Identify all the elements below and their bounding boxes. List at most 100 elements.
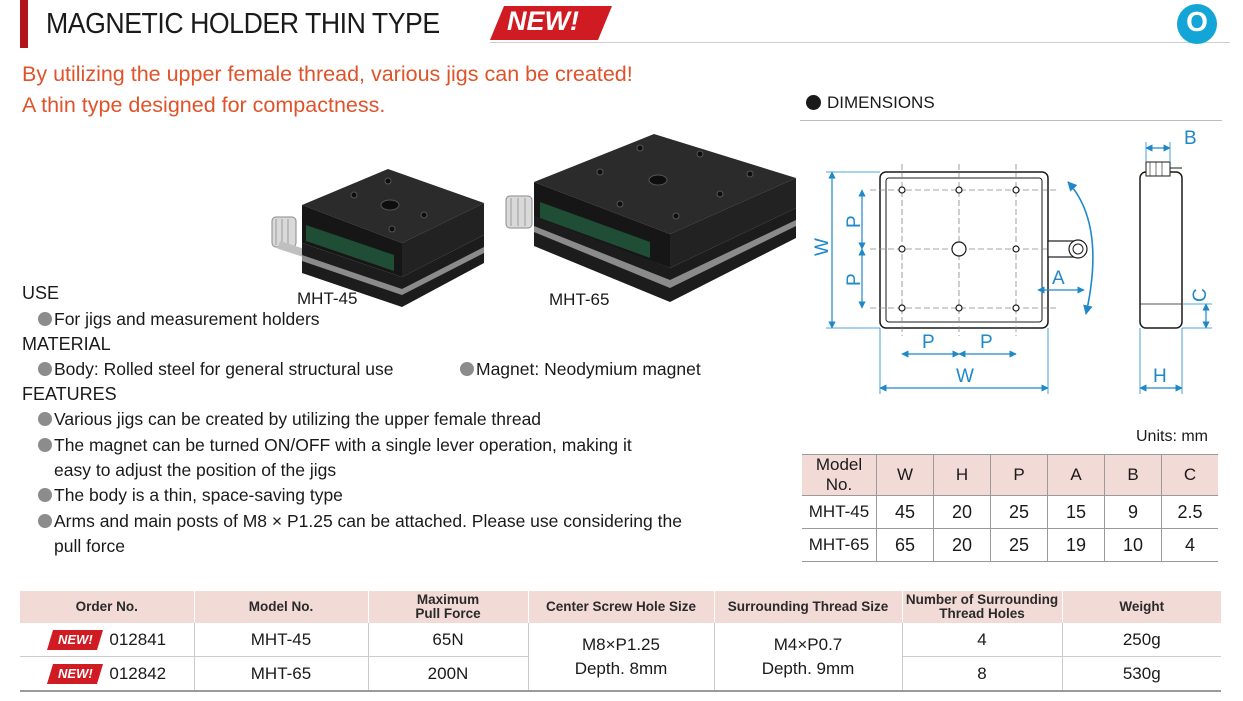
- surrounding-thread-size: M4×P0.7: [773, 634, 843, 654]
- title-divider: [490, 42, 1230, 43]
- material-item: Body: Rolled steel for general structura…: [38, 359, 393, 380]
- feature-item: Arms and main posts of M8 × P1.25 can be…: [38, 511, 682, 532]
- table-header: Surrounding Thread Size: [713, 591, 903, 623]
- dimensions-heading: DIMENSIONS: [806, 93, 935, 113]
- dim-label-c: C: [1190, 288, 1211, 302]
- table-header: W: [876, 454, 934, 496]
- table-header-row: Model No. W H P A B C: [802, 454, 1218, 496]
- dim-label-p-bottom: P: [844, 273, 865, 286]
- material-heading: MATERIAL: [22, 334, 111, 354]
- table-cell: 45: [876, 495, 934, 529]
- table-cell: 8: [901, 656, 1063, 692]
- center-screw-depth: Depth. 8mm: [574, 658, 668, 678]
- units-note: Units: mm: [1136, 428, 1208, 445]
- product-photo-mht-45: [271, 169, 484, 307]
- table-header: Model No.: [802, 454, 877, 496]
- intro-line-1: By utilizing the upper female thread, va…: [22, 62, 633, 86]
- circle-bullet-icon: [38, 514, 52, 528]
- table-cell: 530g: [1061, 656, 1221, 692]
- circle-bullet-icon: [460, 362, 474, 376]
- new-badge: NEW!: [507, 6, 579, 36]
- dimensions-table: Model No. W H P A B C MHT-45 45 20 25 15…: [802, 454, 1218, 562]
- dim-label-a: A: [1052, 268, 1065, 289]
- table-row: MHT-65 65 20 25 19 10 4: [802, 528, 1218, 562]
- page-title: MAGNETIC HOLDER THIN TYPE: [46, 8, 440, 40]
- surrounding-thread-cell: M4×P0.7 Depth. 9mm: [713, 623, 903, 692]
- center-screw-cell: M8×P1.25 Depth. 8mm: [527, 623, 715, 692]
- order-no: 012842: [109, 663, 167, 683]
- dim-label-p-top: P: [844, 215, 865, 228]
- dim-label-w: W: [956, 366, 974, 387]
- table-cell: 25: [990, 495, 1048, 529]
- table-cell: MHT-45: [193, 623, 369, 657]
- use-item: For jigs and measurement holders: [38, 309, 320, 330]
- table-cell: 65: [876, 528, 934, 562]
- table-cell: 200N: [367, 656, 529, 692]
- table-header: Center Screw Hole Size: [527, 591, 715, 623]
- order-table: Order No. Model No. Maximum Pull Force C…: [20, 591, 1221, 692]
- table-cell: 15: [1047, 495, 1105, 529]
- title-accent-bar: [20, 0, 28, 48]
- surrounding-thread-depth: Depth. 9mm: [761, 658, 855, 678]
- table-cell: 4: [1161, 528, 1218, 562]
- circle-bullet-icon: [38, 362, 52, 376]
- table-header: Number of Surrounding Thread Holes: [901, 591, 1063, 623]
- table-cell: 9: [1104, 495, 1162, 529]
- table-header: P: [990, 454, 1048, 496]
- order-no-cell: NEW! 012842: [20, 656, 195, 692]
- new-tag: NEW!: [47, 663, 104, 684]
- table-header-row: Order No. Model No. Maximum Pull Force C…: [20, 591, 1221, 623]
- table-cell: 65N: [367, 623, 529, 657]
- dimension-drawing: A W P P P P W B C H: [812, 128, 1212, 394]
- table-cell: 20: [933, 528, 991, 562]
- use-heading: USE: [22, 283, 60, 303]
- table-cell: 4: [901, 623, 1063, 657]
- feature-item: Various jigs can be created by utilizing…: [38, 409, 541, 430]
- dimensions-divider: [800, 120, 1222, 121]
- features-heading: FEATURES: [22, 384, 117, 404]
- dim-label-b: B: [1184, 128, 1197, 149]
- table-cell: 20: [933, 495, 991, 529]
- table-cell: 250g: [1061, 623, 1221, 657]
- product-label-mht-65: MHT-65: [549, 290, 610, 309]
- center-screw-size: M8×P1.25: [582, 634, 660, 654]
- dim-label-h: H: [1153, 366, 1167, 387]
- order-no: 012841: [109, 629, 167, 649]
- new-tag: NEW!: [47, 629, 104, 650]
- new-badge-shape: [490, 6, 612, 40]
- table-header: Model No.: [193, 591, 369, 623]
- filled-circle-icon: [806, 95, 821, 110]
- table-header: C: [1161, 454, 1218, 496]
- feature-item: The magnet can be turned ON/OFF with a s…: [38, 435, 632, 456]
- intro-line-2: A thin type designed for compactness.: [22, 93, 386, 117]
- table-cell: 19: [1047, 528, 1105, 562]
- feature-item-continued: pull force: [54, 536, 126, 556]
- table-row: NEW! 012841 MHT-45 65N M8×P1.25 Depth. 8…: [20, 623, 1221, 692]
- circle-bullet-icon: [38, 412, 52, 426]
- table-cell: 2.5: [1161, 495, 1218, 529]
- product-photo-mht-65: [505, 134, 796, 302]
- category-badge-icon: [1177, 4, 1217, 44]
- table-header: Order No.: [20, 591, 195, 623]
- table-cell: MHT-65: [193, 656, 369, 692]
- table-row: NEW! 012842 MHT-65 200N 8 530g: [20, 656, 1221, 692]
- order-no-cell: NEW! 012841: [20, 623, 195, 657]
- dim-label-p-right: P: [980, 332, 993, 353]
- table-cell: MHT-45: [802, 495, 877, 529]
- table-header: B: [1104, 454, 1162, 496]
- circle-bullet-icon: [38, 438, 52, 452]
- table-header: A: [1047, 454, 1105, 496]
- table-header: Weight: [1061, 591, 1221, 623]
- table-row: MHT-45 45 20 25 15 9 2.5: [802, 495, 1218, 529]
- feature-item: The body is a thin, space-saving type: [38, 485, 343, 506]
- feature-item-continued: easy to adjust the position of the jigs: [54, 460, 337, 480]
- category-letter: O: [1186, 6, 1208, 37]
- material-item: Magnet: Neodymium magnet: [460, 359, 701, 380]
- product-label-mht-45: MHT-45: [297, 289, 358, 308]
- table-cell: 10: [1104, 528, 1162, 562]
- circle-bullet-icon: [38, 488, 52, 502]
- circle-bullet-icon: [38, 312, 52, 326]
- table-header: H: [933, 454, 991, 496]
- table-cell: MHT-65: [802, 528, 877, 562]
- table-header: Maximum Pull Force: [367, 591, 529, 623]
